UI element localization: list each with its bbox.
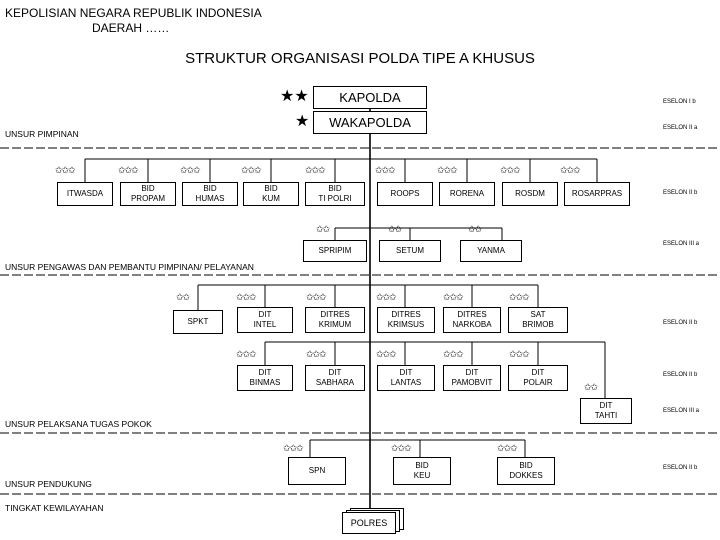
section-label-pendukung: UNSUR PENDUKUNG — [5, 479, 92, 489]
bid-ti-polri-box: BID TI POLRI — [305, 182, 365, 206]
yanma-box: YANMA — [460, 240, 522, 262]
outline-star-icon: ✩✩✩ — [560, 165, 581, 175]
dit-tahti-box: DIT TAHTI — [580, 398, 632, 424]
outline-star-icon: ✩✩✩ — [118, 165, 139, 175]
bid-kum-box: BID KUM — [243, 182, 299, 206]
ditres-narkoba-box: DITRES NARKOBA — [443, 307, 501, 333]
outline-star-icon: ✩✩✩ — [305, 165, 326, 175]
outline-star-icon: ✩✩✩ — [443, 349, 464, 359]
dit-lantas-box: DIT LANTAS — [377, 365, 435, 391]
eselon-label: ESELON III a — [663, 408, 700, 414]
bid-keu-box: BID KEU — [393, 457, 451, 485]
outline-star-icon: ✩✩ — [176, 292, 190, 302]
outline-star-icon: ✩✩✩ — [306, 349, 327, 359]
outline-star-icon: ✩✩ — [316, 224, 330, 234]
outline-star-icon: ✩✩ — [388, 224, 402, 234]
eselon-label: ESELON II b — [663, 372, 698, 378]
outline-star-icon: ✩✩✩ — [437, 165, 458, 175]
outline-star-icon: ✩✩✩ — [509, 349, 530, 359]
section-label-pengawas: UNSUR PENGAWAS DAN PEMBANTU PIMPINAN/ PE… — [5, 262, 254, 272]
wakapolda-box: WAKAPOLDA — [313, 111, 427, 134]
dit-pamobvit-box: DIT PAMOBVIT — [443, 365, 501, 391]
spn-box: SPN — [288, 457, 346, 485]
spripim-box: SPRIPIM — [303, 240, 367, 262]
outline-star-icon: ✩✩✩ — [55, 165, 76, 175]
outline-star-icon: ✩✩✩ — [241, 165, 262, 175]
dit-intel-box: DIT INTEL — [237, 307, 293, 333]
outline-star-icon: ✩✩✩ — [497, 443, 518, 453]
bid-propam-box: BID PROPAM — [120, 182, 176, 206]
rosarpras-box: ROSARPRAS — [564, 182, 630, 206]
outline-star-icon: ✩✩✩ — [375, 165, 396, 175]
dit-sabhara-box: DIT SABHARA — [305, 365, 365, 391]
outline-star-icon: ✩✩✩ — [376, 349, 397, 359]
eselon-label: ESELON III a — [663, 241, 700, 247]
section-label-kewilayahan: TINGKAT KEWILAYAHAN — [5, 503, 104, 513]
outline-star-icon: ✩✩✩ — [509, 292, 530, 302]
outline-star-icon: ✩✩✩ — [283, 443, 304, 453]
roops-box: ROOPS — [377, 182, 433, 206]
polres-box: POLRES — [342, 512, 396, 534]
eselon-label: ESELON II b — [663, 190, 698, 196]
setum-box: SETUM — [379, 240, 441, 262]
ditres-krimsus-box: DITRES KRIMSUS — [377, 307, 435, 333]
outline-star-icon: ✩✩✩ — [500, 165, 521, 175]
page-title: STRUKTUR ORGANISASI POLDA TIPE A KHUSUS — [185, 50, 535, 67]
kapolda-box: KAPOLDA — [313, 86, 427, 109]
black-star-icon: ★ — [295, 113, 310, 130]
dit-binmas-box: DIT BINMAS — [237, 365, 293, 391]
outline-star-icon: ✩✩✩ — [180, 165, 201, 175]
outline-star-icon: ✩✩✩ — [443, 292, 464, 302]
itwasda-box: ITWASDA — [57, 182, 113, 206]
ditres-krimum-box: DITRES KRIMUM — [305, 307, 365, 333]
organization-name: KEPOLISIAN NEGARA REPUBLIK INDONESIA — [5, 6, 262, 20]
outline-star-icon: ✩✩✩ — [236, 349, 257, 359]
region-name: DAERAH …… — [92, 21, 170, 35]
outline-star-icon: ✩✩✩ — [376, 292, 397, 302]
bid-dokkes-box: BID DOKKES — [497, 457, 555, 485]
eselon-label: ESELON II a — [663, 125, 698, 131]
section-label-pelaksana: UNSUR PELAKSANA TUGAS POKOK — [5, 419, 152, 429]
rorena-box: RORENA — [439, 182, 495, 206]
eselon-label: ESELON I b — [663, 99, 696, 105]
section-label-pimpinan: UNSUR PIMPINAN — [5, 129, 79, 139]
rosdm-box: ROSDM — [502, 182, 558, 206]
eselon-label: ESELON II b — [663, 320, 698, 326]
outline-star-icon: ✩✩✩ — [391, 443, 412, 453]
black-star-icon: ★★ — [280, 88, 309, 105]
spkt-box: SPKT — [173, 310, 223, 334]
outline-star-icon: ✩✩✩ — [306, 292, 327, 302]
outline-star-icon: ✩✩ — [468, 224, 482, 234]
eselon-label: ESELON II b — [663, 465, 698, 471]
sat-brimob-box: SAT BRIMOB — [508, 307, 568, 333]
outline-star-icon: ✩✩✩ — [236, 292, 257, 302]
dit-polair-box: DIT POLAIR — [508, 365, 568, 391]
outline-star-icon: ✩✩ — [584, 382, 598, 392]
bid-humas-box: BID HUMAS — [182, 182, 238, 206]
